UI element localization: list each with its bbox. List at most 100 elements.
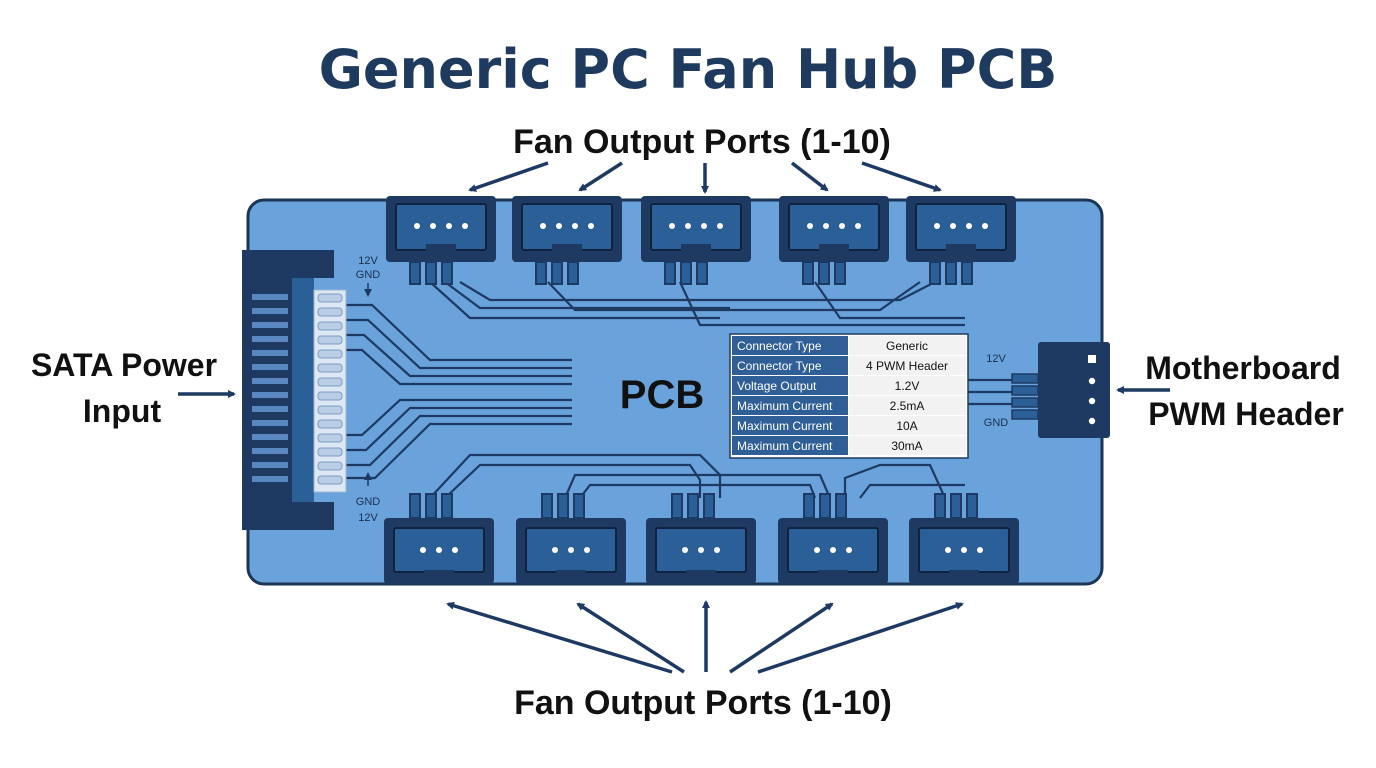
top-fan-port-5 [906, 196, 1016, 285]
sata-slot [252, 392, 288, 398]
arrow-to-bottom-port-1 [446, 601, 673, 674]
sata-slot [252, 420, 288, 426]
sata-slot [252, 378, 288, 384]
port-pin-dot [414, 223, 420, 229]
port-pin-dot [420, 547, 426, 553]
port-pin-dot [446, 223, 452, 229]
spec-value: Generic [886, 339, 928, 353]
spec-value: 2.5mA [890, 399, 925, 413]
bottom-fan-port-3 [646, 493, 756, 584]
spec-key: Maximum Current [737, 419, 833, 433]
port-pin-dot [717, 223, 723, 229]
sata-slot [252, 476, 288, 482]
port-pin-dot [588, 223, 594, 229]
sata-pin [317, 307, 343, 317]
port-pin-dot [839, 223, 845, 229]
sata-pin [317, 475, 343, 485]
bottom-arrows [446, 600, 964, 674]
sata-bottom-12v-label: 12V [358, 512, 378, 524]
port-pin-dot [714, 547, 720, 553]
port-pin-dot [462, 223, 468, 229]
port-pin-dot [846, 547, 852, 553]
port-pin-dot [556, 223, 562, 229]
sata-pin [317, 461, 343, 471]
sata-pin [317, 433, 343, 443]
fan-ports-bottom-label: Fan Output Ports (1-10) [514, 684, 892, 722]
top-fan-port-3 [641, 196, 751, 285]
bottom-fan-port-1 [384, 493, 494, 584]
spec-row: Maximum Current 30mA [732, 436, 966, 455]
top-fan-port-4 [779, 196, 889, 285]
port-pin-dot [807, 223, 813, 229]
sata-slot [252, 434, 288, 440]
arrow-to-top-port-1 [468, 161, 549, 192]
port-pin-dot [966, 223, 972, 229]
pwm-gnd-label: GND [984, 417, 1009, 429]
bottom-fan-port-5 [909, 493, 1019, 584]
port-pin-dot [430, 223, 436, 229]
port-pin-dot [452, 547, 458, 553]
arrow-to-top-port-5 [861, 161, 942, 192]
bottom-fan-port-4 [778, 493, 888, 584]
port-pin-dot [701, 223, 707, 229]
port-pin-dot [855, 223, 861, 229]
port-pin-dot [685, 223, 691, 229]
arrow-to-top-port-4 [790, 161, 829, 192]
port-pin-dot [669, 223, 675, 229]
port-pin-dot [950, 223, 956, 229]
sata-pins [252, 293, 343, 485]
spec-key: Maximum Current [737, 439, 833, 453]
sata-connector [242, 250, 347, 530]
sata-top-gnd-label: GND [356, 269, 381, 281]
sata-slot [252, 336, 288, 342]
arrow-to-top-port-2 [578, 161, 623, 192]
bottom-fan-ports [384, 493, 1019, 584]
sata-slot [252, 448, 288, 454]
spec-value: 1.2V [895, 379, 920, 393]
spec-key: Connector Type [737, 359, 822, 373]
top-arrows [468, 161, 942, 194]
sata-slot [252, 462, 288, 468]
sata-pin [317, 391, 343, 401]
port-pin-dot [698, 547, 704, 553]
sata-slot [252, 322, 288, 328]
port-pin-dot [961, 547, 967, 553]
port-pin-dot [945, 547, 951, 553]
arrow-to-bottom-port-4 [729, 602, 834, 674]
sata-pin [317, 335, 343, 345]
spec-value: 30mA [891, 439, 922, 453]
fan-ports-top-label: Fan Output Ports (1-10) [513, 123, 891, 161]
bottom-fan-port-2 [516, 493, 626, 584]
sata-power-label-line1: SATA Power [31, 347, 217, 383]
spec-key: Maximum Current [737, 399, 833, 413]
mobo-pwm-label-line2: PWM Header [1148, 396, 1344, 432]
port-pin-dot [982, 223, 988, 229]
port-pin-dot [814, 547, 820, 553]
sata-pin [317, 447, 343, 457]
port-pin-dot [934, 223, 940, 229]
sata-pin [317, 321, 343, 331]
spec-value: 4 PWM Header [866, 359, 948, 373]
port-pin-dot [568, 547, 574, 553]
sata-pin [317, 377, 343, 387]
spec-row: Voltage Output 1.2V [732, 376, 966, 395]
arrow-to-bottom-port-2 [576, 602, 685, 674]
sata-pin [317, 293, 343, 303]
port-pin-dot [584, 547, 590, 553]
port-pin-dot [977, 547, 983, 553]
port-pin-dot [830, 547, 836, 553]
spec-key: Voltage Output [737, 379, 817, 393]
sata-slot [252, 294, 288, 300]
spec-row: Connector Type 4 PWM Header [732, 356, 966, 375]
port-pin-dot [552, 547, 558, 553]
sata-pin [317, 349, 343, 359]
spec-row: Maximum Current 2.5mA [732, 396, 966, 415]
sata-slot [252, 364, 288, 370]
sata-pin [317, 405, 343, 415]
top-fan-ports [386, 196, 1016, 285]
arrow-to-bottom-port-5 [757, 602, 964, 674]
pcb-traces [345, 281, 1015, 499]
